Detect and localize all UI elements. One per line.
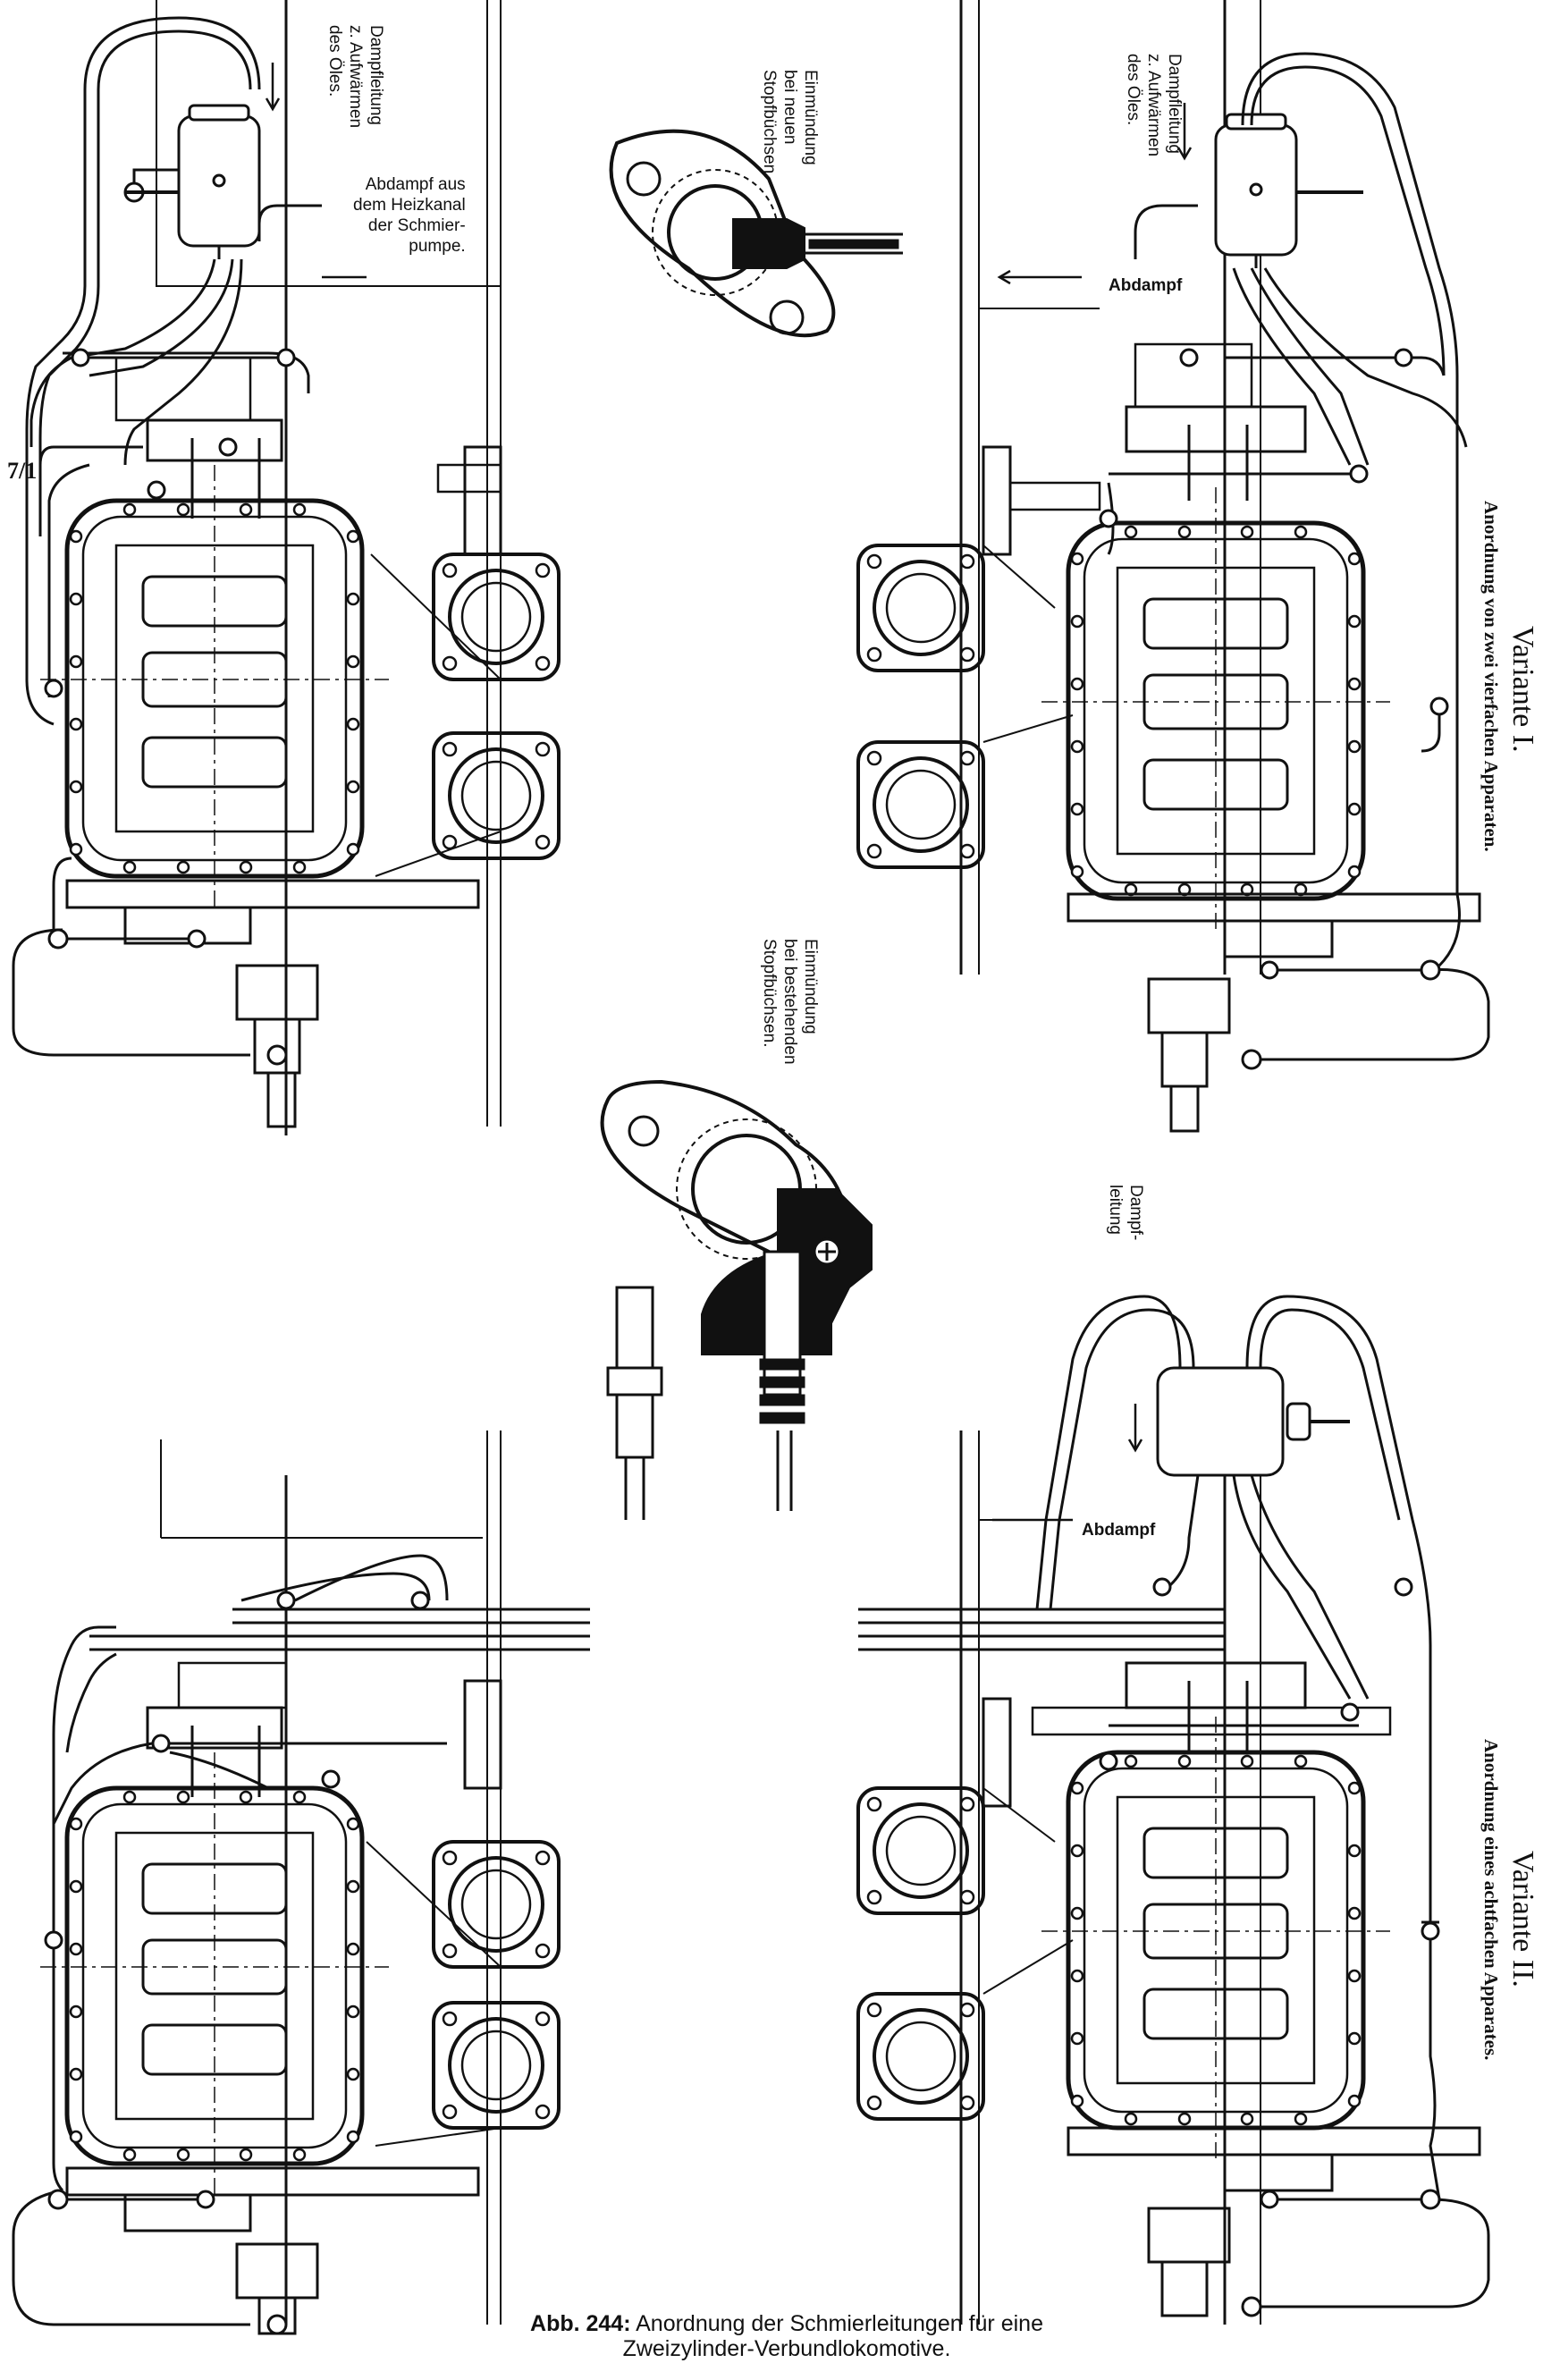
caption-line-1: Anordnung der Schmierleitungen für eine xyxy=(636,2311,1043,2336)
variant-2-subtitle: Anordnung eines achtfachen Apparates. xyxy=(1480,1739,1502,2061)
detail-existing-gland xyxy=(600,1079,873,1520)
label-steam-line-bottom-right: Dampf- leitung xyxy=(1106,1185,1145,1241)
diagram-bottom-left xyxy=(12,1431,590,2335)
caption-prefix: Abb. 244: xyxy=(530,2311,631,2336)
diagram-top-right xyxy=(856,0,1490,1133)
caption-line-2: Zweizylinder-Verbundlokomotive. xyxy=(622,2336,951,2361)
label-steam-line-top-left: Dampfleitung z. Aufwärmen des Öles. xyxy=(325,25,385,129)
label-steam-line-top-right: Dampfleitung z. Aufwärmen des Öles. xyxy=(1124,54,1184,157)
variant-1-title: Variante I. xyxy=(1506,626,1539,753)
variant-2-title: Variante II. xyxy=(1506,1851,1539,1988)
label-new-gland: Einmündung bei neuen Stopfbüchsen. xyxy=(760,70,820,179)
label-exhaust-bottom-right: Abdampf xyxy=(1082,1521,1156,1540)
diagram-bottom-right xyxy=(856,1295,1490,2325)
label-existing-gland: Einmündung bei bestehenden Stopfbüchsen. xyxy=(760,939,820,1065)
variant-1-subtitle: Anordnung von zwei vierfachen Apparaten. xyxy=(1480,501,1502,852)
figure-caption: Abb. 244: Anordnung der Schmierleitungen… xyxy=(340,2311,1234,2361)
side-mark: 7/1 xyxy=(7,458,38,484)
label-exhaust-top-left: Abdampf aus dem Heizkanal der Schmier- p… xyxy=(353,175,466,256)
label-exhaust-top-right: Abdampf xyxy=(1109,276,1183,295)
diagram-top-left xyxy=(12,0,561,1135)
detail-new-gland xyxy=(609,129,903,338)
